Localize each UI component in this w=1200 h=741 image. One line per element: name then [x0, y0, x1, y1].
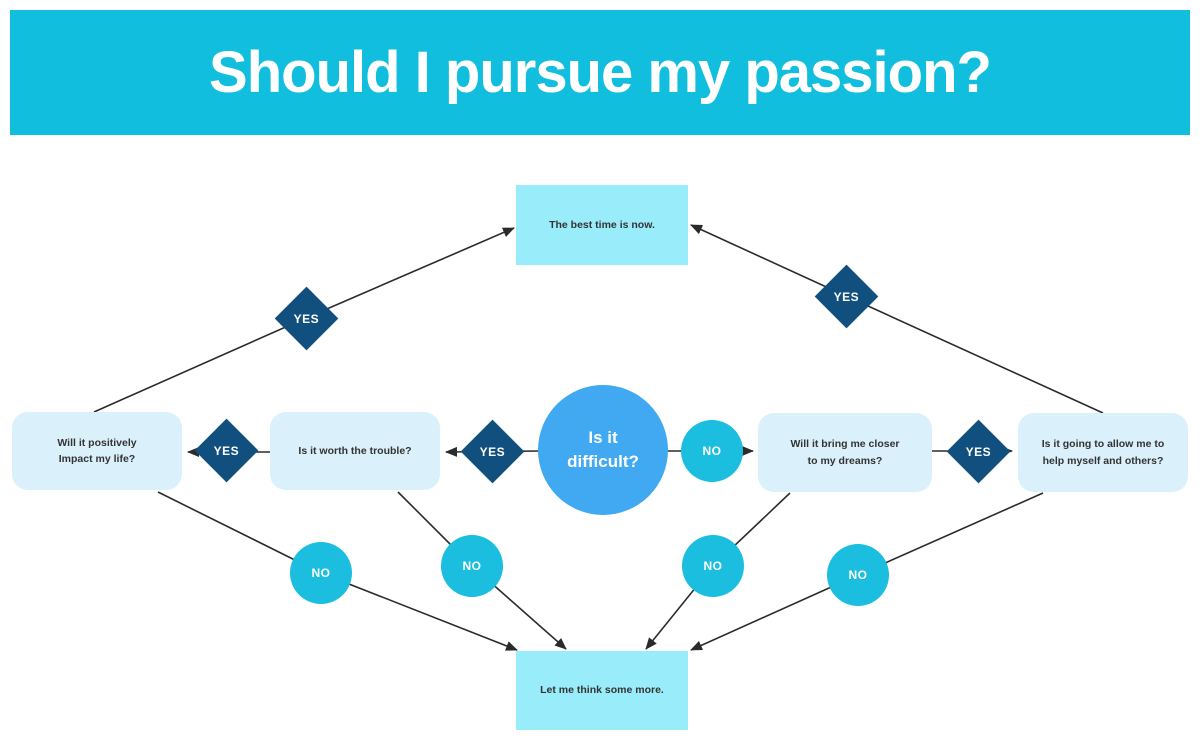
yes-label: YES: [965, 444, 992, 459]
circle-no-trouble-to-thinkmore: NO: [441, 535, 503, 597]
node-help-others: Is it going to allow me to help myself a…: [1018, 413, 1188, 492]
circle-no-difficult-to-dreams: NO: [681, 420, 743, 482]
title-banner: Should I pursue my passion?: [10, 10, 1190, 135]
yes-label: YES: [833, 289, 860, 304]
yes-label: YES: [479, 444, 506, 459]
yes-label: YES: [213, 443, 240, 458]
page-title: Should I pursue my passion?: [209, 40, 992, 105]
no-label: NO: [702, 444, 722, 458]
node-impact-life: Will it positively Impact my life?: [12, 412, 182, 490]
node-closer-dreams: Will it bring me closer to my dreams?: [758, 413, 932, 492]
node-worth-trouble: Is it worth the trouble?: [270, 412, 440, 490]
no-label: NO: [462, 559, 482, 573]
circle-no-dreams-to-thinkmore: NO: [682, 535, 744, 597]
no-label: NO: [311, 566, 331, 580]
circle-no-help-to-thinkmore: NO: [827, 544, 889, 606]
circle-no-impact-to-thinkmore: NO: [290, 542, 352, 604]
node-best-time: The best time is now.: [516, 185, 688, 265]
no-label: NO: [703, 559, 723, 573]
connector-help-to-besttime: [690, 224, 1104, 414]
yes-label: YES: [293, 311, 320, 326]
no-label: NO: [848, 568, 868, 582]
node-think-more: Let me think some more.: [516, 651, 688, 730]
node-is-it-difficult: Is it difficult?: [538, 385, 668, 515]
